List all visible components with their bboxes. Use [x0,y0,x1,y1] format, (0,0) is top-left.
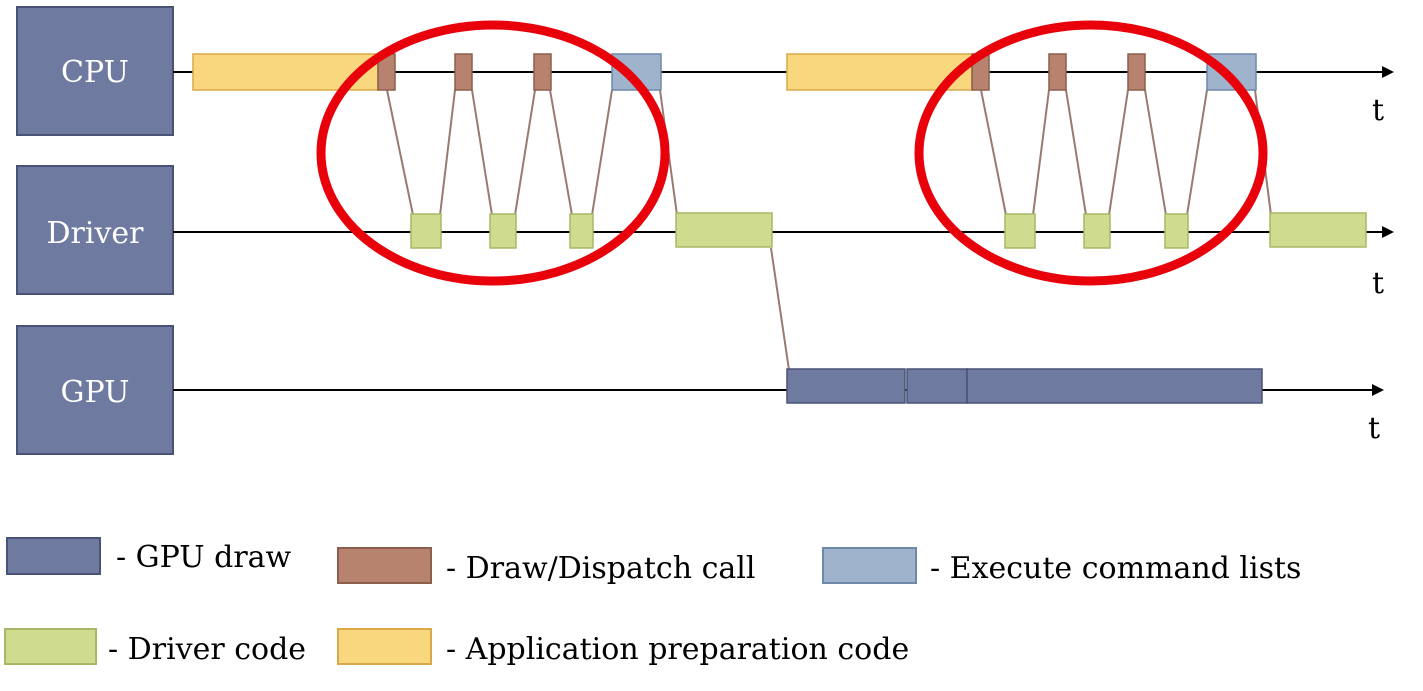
app-prep-swatch [337,628,432,665]
gpu-time-label: t [1368,411,1380,446]
cpu-draw-call-block [454,53,473,91]
gpu-draw-block [906,368,968,404]
driver-code-block [1083,213,1111,249]
draw-dispatch-swatch [337,547,432,584]
connector-lines [386,89,1272,371]
driver-code-block [675,212,773,248]
highlight-ellipse [914,20,1268,286]
highlight-ellipse [316,20,670,286]
cpu-draw-call-block [1048,53,1067,91]
legend-driver-code-label: - Driver code [108,632,306,667]
driver-label: Driver [46,216,144,251]
legend-app-prep-label: - Application preparation code [446,632,909,667]
driver-code-block [1004,213,1036,249]
driver-code-block [489,213,517,249]
driver-code-swatch [4,628,97,665]
legend-item-driver-code: - Driver code [4,628,306,667]
legend-item-draw-dispatch: - Draw/Dispatch call [337,547,755,586]
execute-lists-swatch [822,547,917,584]
legend-draw-dispatch-label: - Draw/Dispatch call [446,551,755,586]
cpu-draw-call-block [533,53,552,91]
driver-time-label: t [1372,266,1384,301]
legend-item-gpu-draw: - GPU draw [6,537,292,575]
driver-code-block [410,213,442,249]
cpu-time-label: t [1372,93,1384,128]
legend-item-app-prep: - Application preparation code [337,628,909,667]
driver-code-block [1164,213,1189,249]
legend-gpu-draw-label: - GPU draw [116,540,292,575]
driver-code-block [1269,212,1367,248]
legend: - GPU draw - Draw/Dispatch call - Execut… [4,537,1301,667]
cpu-label: CPU [61,55,129,90]
cpu-lane-box: CPU [16,6,174,136]
legend-execute-lists-label: - Execute command lists [930,551,1301,586]
gpu-label: GPU [61,375,130,410]
driver-lane-box: Driver [16,165,174,295]
gpu-draw-swatch [6,537,101,575]
cpu-draw-call-block [1127,53,1146,91]
gpu-draw-block [966,368,1263,404]
legend-item-execute-lists: - Execute command lists [822,547,1301,586]
driver-code-block [569,213,594,249]
gpu-draw-block [786,368,906,404]
gpu-lane-box: GPU [16,325,174,455]
